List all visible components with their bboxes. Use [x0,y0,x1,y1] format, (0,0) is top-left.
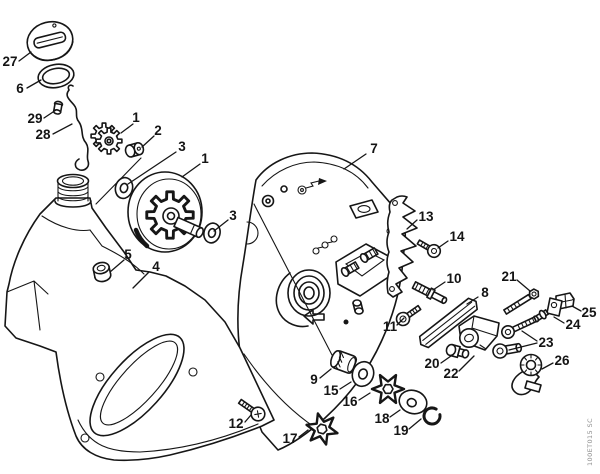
part-fuel-cap [26,20,74,62]
bar-stud [340,261,360,277]
part-needle-bearing-9 [329,350,358,374]
callout-7: 7 [370,141,378,156]
part-tensioner-block-22 [458,315,500,351]
callout-26: 26 [554,353,570,368]
callout-19: 19 [393,423,408,438]
part-fuel-tank-handle [4,173,275,462]
callout-2: 2 [154,123,162,138]
callout-29: 29 [27,111,42,126]
callout-8: 8 [481,285,489,300]
part-tensioner-26 [511,353,543,396]
callout-15: 15 [323,383,339,398]
part-spacer-2 [124,141,145,158]
part-plug-5 [92,261,112,283]
figure-id-watermark: 100ET015 SC [586,418,594,466]
callout-14: 14 [449,229,465,244]
part-washer-3b [203,222,221,244]
leader-lines [18,51,582,438]
callout-3-outer: 3 [229,208,237,223]
callout-4: 4 [152,259,160,274]
part-clutch-drum [127,171,204,253]
chain-direction-emblem [297,178,327,195]
part-bolt-21 [503,286,542,315]
callout-13: 13 [418,209,434,224]
part-housing [237,152,407,451]
part-rail-8 [418,297,478,349]
callout-20: 20 [424,356,439,371]
callout-23: 23 [538,335,554,350]
callout-3-inner: 3 [178,139,186,154]
chain-links-emblem [312,235,338,255]
part-sealing-ring [37,63,75,89]
part-bolt-23a [501,316,538,339]
part-washer-18 [398,389,428,415]
callout-25: 25 [581,305,597,320]
callout-17: 17 [282,431,297,446]
callout-22: 22 [443,366,458,381]
part-baffle-13 [386,195,418,298]
callout-11: 11 [383,319,398,334]
callout-28: 28 [35,127,51,142]
part-screw-29 [52,100,64,115]
part-pinion [90,122,123,155]
callout-27: 27 [2,54,17,69]
callout-labels: 27 6 29 28 1 2 3 1 3 5 4 7 13 14 10 21 8… [2,54,597,446]
callout-10: 10 [446,271,461,286]
bar-stud [359,247,379,263]
callout-18: 18 [374,411,390,426]
part-washer-3a [114,176,134,200]
callout-12: 12 [228,416,243,431]
part-screw-14 [416,239,442,259]
callout-16: 16 [342,394,358,409]
part-lever-24 [532,297,563,323]
callout-6: 6 [16,81,24,96]
part-stud-10 [411,281,448,305]
callout-5: 5 [124,247,132,262]
part-eclip-19 [422,406,442,426]
callout-1-pinion: 1 [132,110,140,125]
callout-21: 21 [501,269,517,284]
drum-shaft [173,216,204,239]
filler-neck [54,173,92,208]
part-retaining-wire [66,84,90,171]
part-screw-12 [237,398,266,422]
part-spigot-20 [445,343,470,359]
rotation-arrow [303,309,325,325]
part-nut-23b [492,342,523,359]
callout-9: 9 [310,372,318,387]
part-washer-15 [351,360,375,388]
callout-1-drum: 1 [201,151,209,166]
callout-24: 24 [565,317,581,332]
